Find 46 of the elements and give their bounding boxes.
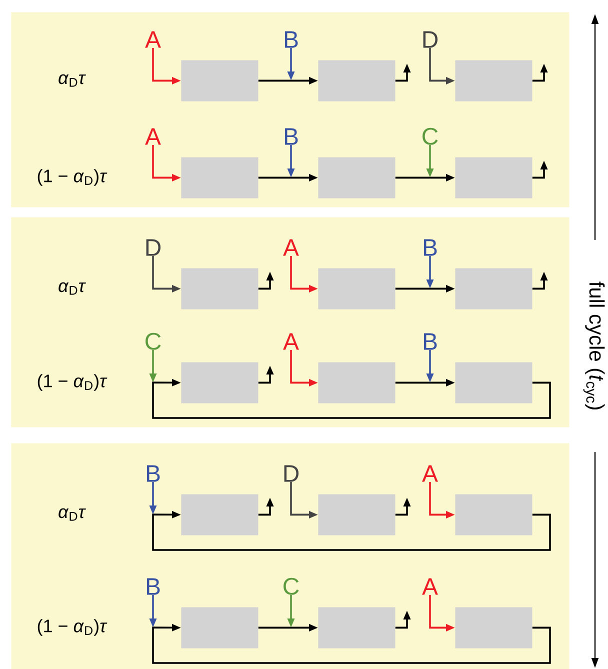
column-box [455,60,532,102]
port-label: D [423,31,438,48]
column-box [455,607,532,648]
row-label: α$_{D}$τ [58,508,86,521]
recycle-arrow [152,624,551,664]
row-label: (1 − α$_{D}$)τ [38,374,108,391]
column-box [181,362,258,404]
column-box [181,607,258,648]
port-label: A [145,128,161,145]
port-label: C [422,128,438,145]
port-label: A [283,239,299,256]
port-label: D [284,465,299,482]
port-label: B [424,333,437,350]
column-box [455,362,532,404]
column-box [181,268,258,310]
recycle-arrow [152,378,551,419]
column-box [181,157,258,198]
row-label: α$_{D}$τ [58,74,86,87]
column-box [318,362,396,404]
port-label: A [422,465,438,482]
port-label: B [146,465,160,482]
column-box [318,60,396,102]
port-label: C [284,578,299,595]
row-label: α$_{D}$τ [58,282,86,295]
column-box [455,157,532,198]
column-box [455,268,532,310]
column-box [318,268,396,310]
port-label: A [422,578,438,595]
row-label: (1 − α$_{D}$)τ [38,169,108,186]
column-box [318,494,396,536]
column-box [455,494,532,536]
column-box [181,60,258,102]
port-label: B [146,578,160,595]
column-box [318,157,396,198]
row-label: (1 − α$_{D}$)τ [38,619,108,636]
column-box [318,607,396,648]
port-label: B [424,239,437,256]
port-label: A [283,333,299,350]
recycle-arrow [152,510,551,551]
port-label: B [284,31,298,48]
port-label: A [145,31,161,48]
port-label: D [146,239,161,256]
column-box [181,494,258,536]
port-label: C [146,332,161,350]
port-label: B [284,128,298,145]
cycle-label: full cycle (t$_{cyc}$) [583,282,605,410]
